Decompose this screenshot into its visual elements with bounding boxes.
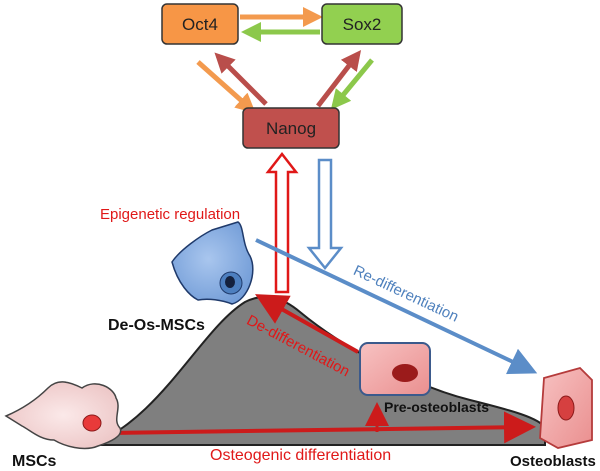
sox2-to-nanog-arrow	[330, 58, 374, 110]
pre-osteoblast-cell	[359, 342, 431, 396]
epigenetic-regulation-arrow	[265, 151, 299, 294]
de-differentiation-arrow	[255, 294, 359, 354]
nanog-to-oct4-arrow	[214, 52, 268, 106]
nanog-to-sox2-arrow	[316, 50, 362, 108]
msc-label: MSCs	[12, 453, 57, 470]
nanog-label: Nanog	[266, 119, 316, 138]
re-differentiation-arrow	[255, 238, 538, 375]
de-os-msc-cell	[171, 221, 254, 305]
nanog-downregulation-arrow	[306, 158, 344, 271]
differentiation-hill	[89, 295, 546, 446]
sox2-label: Sox2	[343, 15, 382, 34]
osteogenic-differentiation-label: Osteogenic differentiation	[210, 447, 391, 464]
sox2-node	[321, 3, 403, 45]
oct4-to-nanog-arrow	[196, 60, 256, 114]
msc-cell	[4, 381, 122, 450]
osteoblast-label: Osteoblasts	[510, 453, 596, 470]
epigenetic-regulation-label: Epigenetic regulation	[100, 206, 240, 223]
nanog-node	[242, 107, 340, 149]
osteoblast-cell	[539, 366, 593, 449]
de-os-msc-label: De-Os-MSCs	[108, 317, 205, 334]
oct4-label: Oct4	[182, 15, 218, 34]
pre-osteoblast-label: Pre-osteoblasts	[384, 399, 489, 415]
factor-network: Oct4 Sox2 Nanog	[161, 3, 403, 149]
oct4-node	[161, 3, 239, 45]
osteogenic-differentiation-arrow	[107, 411, 536, 444]
